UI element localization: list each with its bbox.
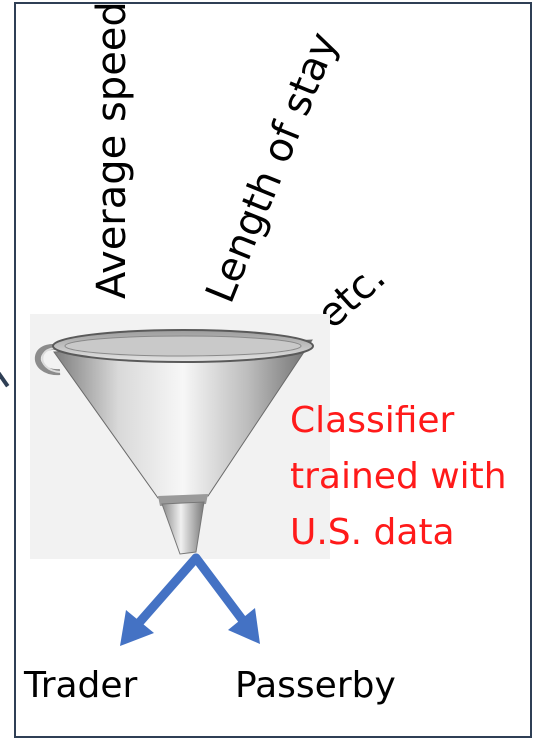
classifier-label-line-3: U.S. data	[290, 512, 455, 553]
outcome-label-passerby: Passerby	[235, 665, 396, 706]
funnel-image	[34, 329, 314, 555]
classifier-label-line-1: Classifier	[290, 400, 455, 441]
outcome-label-trader: Trader	[24, 665, 138, 706]
split-arrows	[120, 553, 260, 646]
frame-edge-mark	[0, 368, 10, 388]
funnel-cone	[53, 339, 313, 499]
funnel-spout	[161, 501, 205, 555]
feature-label-average-speed: Average speed	[89, 1, 135, 299]
classifier-label: Classifier trained with U.S. data	[290, 393, 520, 561]
arrow-right-shaft	[191, 553, 249, 627]
arrow-right-head	[228, 608, 260, 644]
arrow-left-head	[120, 610, 154, 646]
classifier-label-line-2: trained with	[290, 456, 507, 497]
arrow-left-shaft	[133, 553, 201, 629]
